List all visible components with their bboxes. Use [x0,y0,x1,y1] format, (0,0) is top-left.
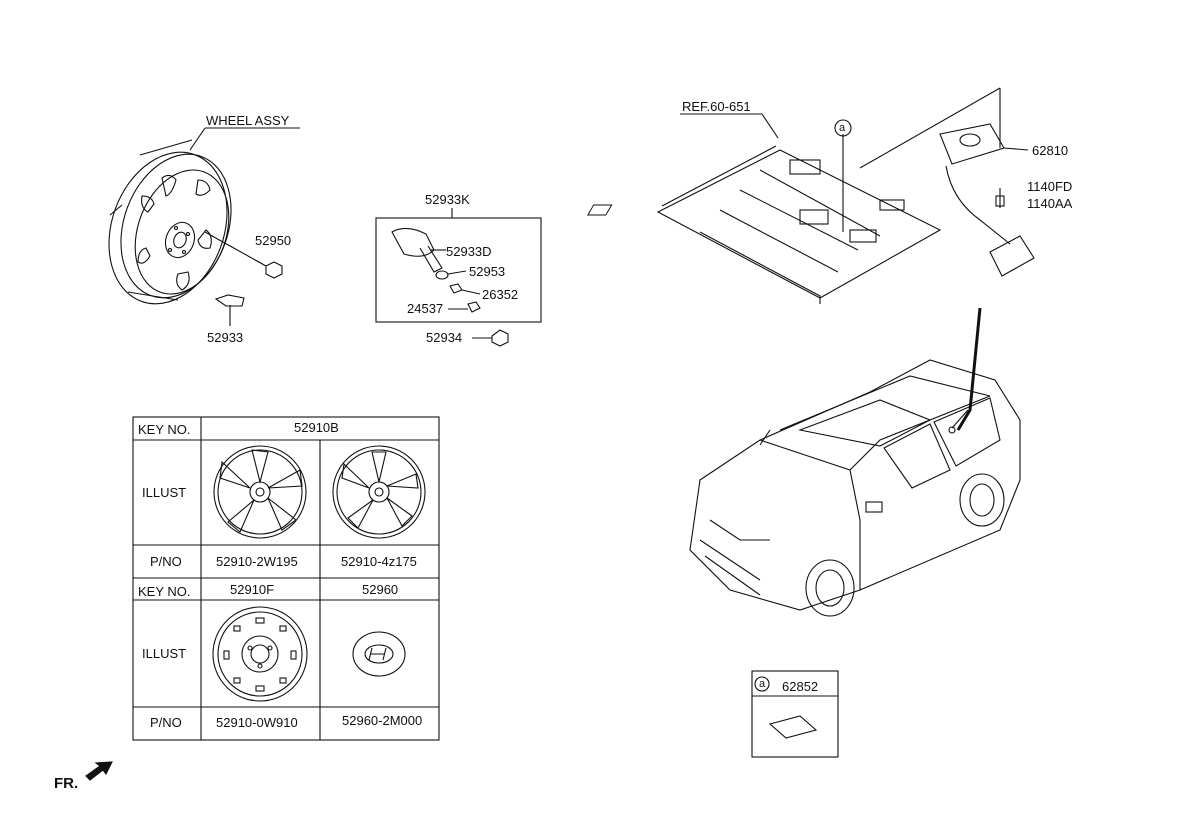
vehicle-drawing [689,359,1021,617]
front-arrow-icon [85,761,113,781]
floor-panel-drawing [587,87,1001,304]
label-52933D: 52933D [446,244,492,259]
tpms-receiver-drawing [939,123,1035,277]
steel-wheel-illust [212,606,308,702]
marker-a: a [839,122,846,134]
table-pno-bottom-1: 52910-0W910 [216,715,298,730]
label-1140FD: 1140FD [1027,179,1073,194]
front-direction-label: FR. [54,775,79,792]
table-top-key: 52910B [294,420,339,435]
table-bottom-key-2: 52960 [362,582,399,597]
hub-cap-illust [352,631,406,677]
label-62852: 62852 [782,679,819,694]
table-illust-label-top: ILLUST [142,485,187,500]
wheel-assy-drawing [108,139,283,326]
label-26352: 26352 [482,287,519,302]
label-52933: 52933 [207,330,244,345]
table-pno-top-2: 52910-4z175 [341,554,417,569]
table-pno-top-1: 52910-2W195 [216,554,298,569]
label-24537: 24537 [407,301,444,316]
parts-table: KEY NO. 52910B ILLUST P/NO 52910-2W195 5… [133,417,439,740]
label-1140AA: 1140AA [1027,196,1073,211]
table-illust-label-bottom: ILLUST [142,646,187,661]
table-key-no-header-bottom: KEY NO. [138,584,191,599]
box-marker-a: a [759,678,766,690]
table-bottom-key-1: 52910F [230,582,275,597]
table-key-no-header: KEY NO. [138,422,191,437]
alloy-wheel-illust-2 [332,445,426,539]
alloy-wheel-illust-1 [213,445,307,539]
parts-table-grid [132,416,440,741]
label-52953: 52953 [469,264,506,279]
label-ref-60-651: REF.60-651 [682,99,751,114]
label-52950: 52950 [255,233,292,248]
label-wheel-assy: WHEEL ASSY [206,113,290,128]
table-pno-label-top: P/NO [150,554,182,569]
label-62810: 62810 [1032,143,1069,158]
label-52933K: 52933K [425,192,470,207]
label-62852-box [751,670,839,758]
tpms-kit-drawing [375,208,542,347]
label-52934: 52934 [426,330,463,345]
table-pno-label-bottom: P/NO [150,715,182,730]
table-pno-bottom-2: 52960-2M000 [342,713,423,728]
